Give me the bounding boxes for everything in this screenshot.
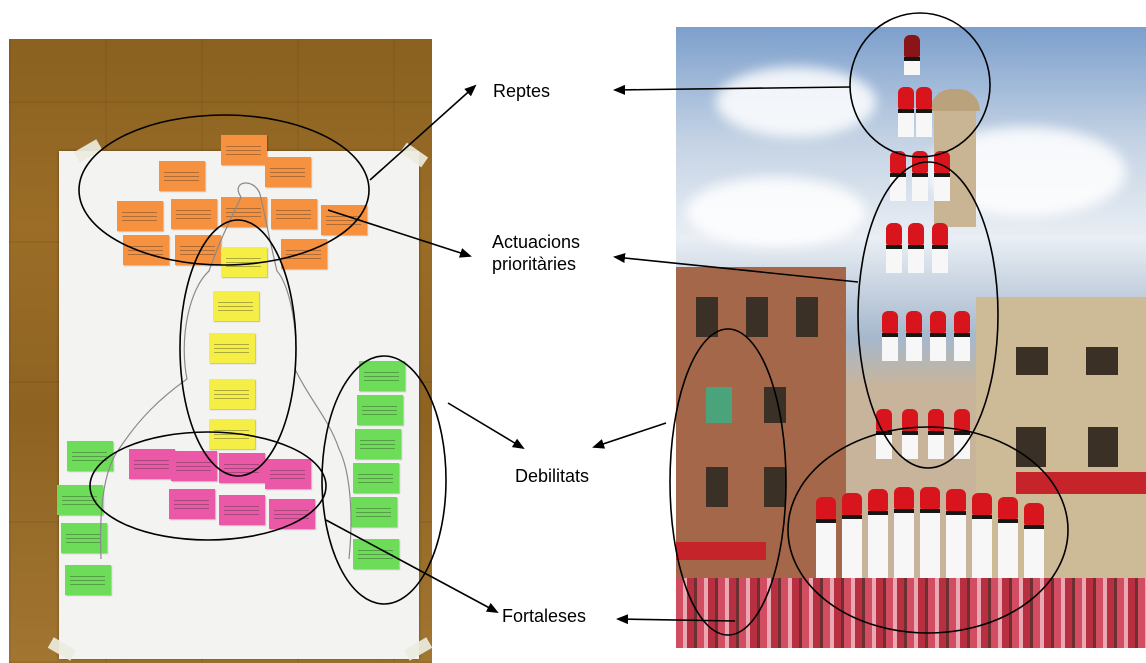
sticky-note-orange (271, 199, 317, 229)
ellipse-reptes-tower (849, 12, 991, 158)
casteller (902, 409, 918, 459)
label-debilitats: Debilitats (515, 466, 590, 486)
sticky-note-green (357, 395, 403, 425)
ellipse-actuacions-tower (857, 161, 999, 469)
sticky-note-green (61, 523, 107, 553)
sticky-note-green (57, 485, 103, 515)
sticky-note-orange (159, 161, 205, 191)
casteller (906, 311, 922, 361)
label-actuacions-prioritaries: Actuacions prioritàries (492, 231, 580, 275)
casteller (1024, 503, 1044, 593)
ellipse-reptes-board (78, 114, 370, 266)
casteller (932, 223, 948, 273)
casteller (886, 223, 902, 273)
sticky-note-green (67, 441, 113, 471)
ellipse-debilitats-board (89, 431, 327, 541)
ellipse-fortaleses-board (321, 355, 447, 605)
casteller (816, 497, 836, 593)
casteller (954, 311, 970, 361)
casteller (928, 409, 944, 459)
sticky-note-orange (123, 235, 169, 265)
sticky-note-green (65, 565, 111, 595)
arrow-to-reptes (369, 84, 477, 181)
label-fortaleses: Fortaleses (502, 606, 587, 626)
arrow-to-tower-fortaleses (616, 614, 736, 625)
arrow-to-tower-actuacions (613, 253, 859, 283)
casteller (930, 311, 946, 361)
sticky-note-board-photo (9, 39, 432, 663)
casteller (972, 493, 992, 593)
casteller (890, 151, 906, 201)
sticky-note-orange (221, 135, 267, 165)
arrow-to-tower-debilitats (592, 422, 667, 449)
sticky-note-yellow (209, 379, 255, 409)
arrow-to-actuacions (327, 209, 472, 258)
sticky-note-green (359, 361, 405, 391)
ellipse-fortaleses-tower (787, 426, 1069, 634)
human-tower-photo (676, 27, 1146, 648)
label-reptes: Reptes (493, 81, 551, 101)
casteller (842, 493, 862, 593)
sticky-note-green (353, 463, 399, 493)
sticky-note-green (355, 429, 401, 459)
casteller (916, 87, 932, 137)
sticky-note-orange (265, 157, 311, 187)
sticky-note-pink (129, 449, 175, 479)
sticky-note-green (353, 539, 399, 569)
tower-dome (930, 89, 980, 111)
sticky-note-orange (321, 205, 367, 235)
casteller (908, 223, 924, 273)
arrow-to-debilitats (447, 402, 525, 450)
sticky-note-pink (171, 451, 217, 481)
spectator-crowd (676, 578, 1146, 648)
casteller (894, 487, 914, 593)
sticky-note-orange (117, 201, 163, 231)
casteller (882, 311, 898, 361)
ellipse-debilitats-tower (669, 328, 787, 636)
casteller (868, 489, 888, 593)
shop-sign (676, 542, 766, 560)
sticky-note-yellow (209, 333, 255, 363)
casteller (898, 87, 914, 137)
label-actuacions-line1: Actuacions (492, 232, 581, 252)
sticky-note-yellow (213, 291, 259, 321)
casteller (920, 487, 940, 593)
casteller (998, 497, 1018, 593)
casteller (946, 489, 966, 593)
casteller-top (904, 35, 920, 75)
sticky-note-orange (171, 199, 217, 229)
sticky-note-pink (265, 459, 311, 489)
arrow-to-fortaleses (325, 519, 499, 613)
label-actuacions-line2: prioritàries (492, 254, 577, 274)
sticky-note-pink (219, 495, 265, 525)
arrow-to-tower-reptes (613, 84, 851, 95)
sticky-note-pink (169, 489, 215, 519)
sticky-note-green (351, 497, 397, 527)
ellipse-actuacions-board (179, 219, 297, 477)
